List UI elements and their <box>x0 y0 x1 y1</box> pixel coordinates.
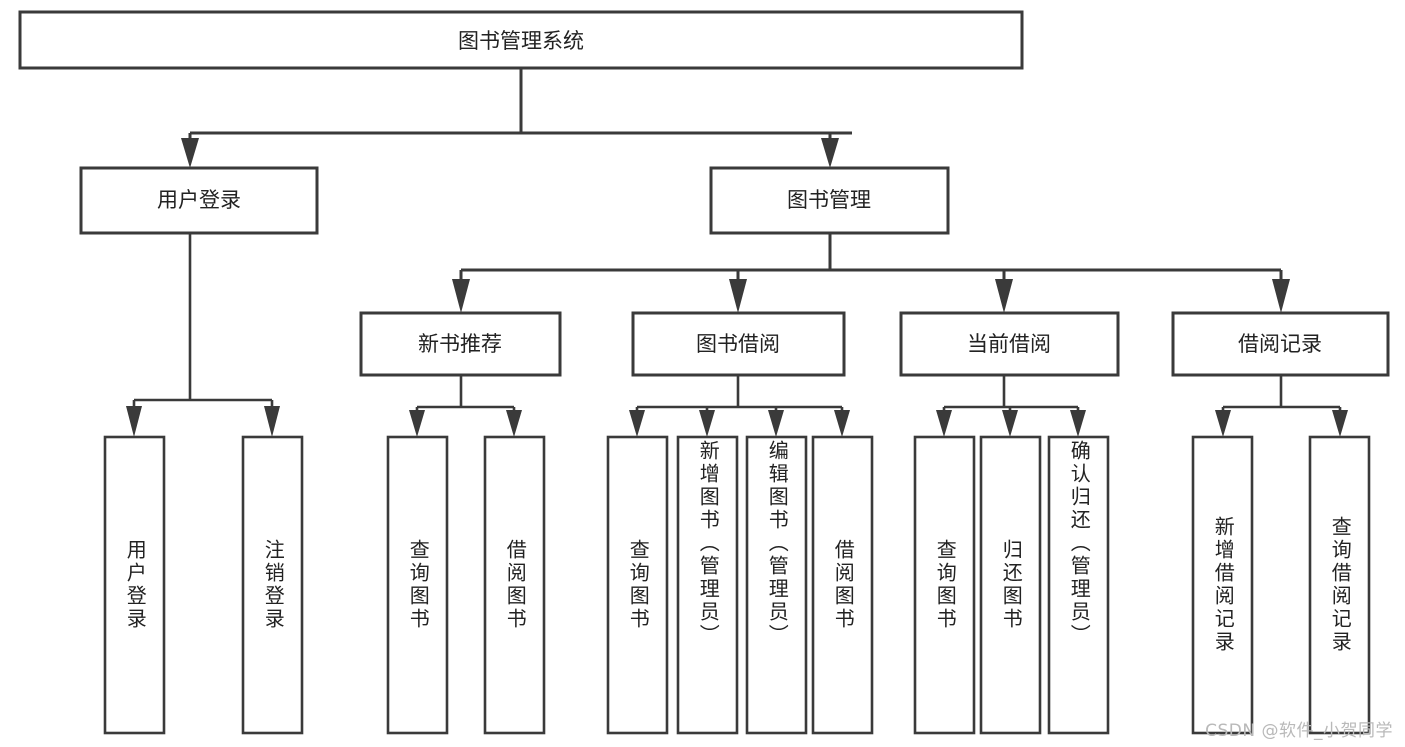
arrow-head-current-borrow <box>995 279 1013 313</box>
leaf-box-br-query-record[interactable] <box>1308 435 1371 735</box>
node-new-book-recommend-label: 新书推荐 <box>418 332 502 356</box>
node-book-borrow-label: 图书借阅 <box>696 332 780 356</box>
arrow-head-bb-leaf-1 <box>629 410 645 437</box>
leaf-box-cb-return-book[interactable] <box>979 435 1042 735</box>
node-book-manage-box[interactable] <box>709 166 950 235</box>
arrow-head-user-login <box>181 138 199 168</box>
node-user-login-label: 用户登录 <box>157 188 241 212</box>
arrow-head-book-borrow <box>729 279 747 313</box>
connector-group-user-login <box>126 233 280 437</box>
connector-group-borrow-record <box>1215 375 1348 437</box>
watermark-text: CSDN @软件_小贺同学 <box>1205 721 1393 741</box>
connector-group-book-manage <box>452 233 1290 313</box>
arrow-head-new-book <box>452 279 470 313</box>
leaf-box-br-add-record[interactable] <box>1191 435 1254 735</box>
leaf-box-bb-query-book[interactable] <box>606 435 669 735</box>
arrow-head-nb-leaf-2 <box>506 410 522 437</box>
leaf-group-new-book-recommend <box>386 435 546 735</box>
node-root[interactable]: 图书管理系统 <box>18 10 1024 70</box>
arrow-head-br-leaf-2 <box>1332 410 1348 437</box>
node-user-login[interactable]: 用户登录 <box>79 166 319 235</box>
leaf-group-borrow-record <box>1191 435 1371 735</box>
node-book-borrow-box[interactable] <box>631 311 846 377</box>
node-user-login-box[interactable] <box>79 166 319 235</box>
node-borrow-record-box[interactable] <box>1171 311 1390 377</box>
arrow-head-bb-leaf-2 <box>699 410 715 437</box>
node-new-book-recommend[interactable]: 新书推荐 <box>359 311 562 377</box>
connector-group-new-book <box>409 375 522 437</box>
leaf-group-user-login <box>103 435 304 735</box>
leaf-box-cb-query-book[interactable] <box>913 435 976 735</box>
arrow-head-nb-leaf-1 <box>409 410 425 437</box>
node-book-manage-label: 图书管理 <box>787 188 871 212</box>
leaf-box-nb-query-book[interactable] <box>386 435 449 735</box>
connector-group-current-borrow <box>936 375 1086 437</box>
node-root-box[interactable] <box>18 10 1024 70</box>
node-current-borrow-box[interactable] <box>899 311 1120 377</box>
arrow-head-cb-leaf-3 <box>1070 410 1086 437</box>
node-root-label: 图书管理系统 <box>458 29 584 53</box>
leaf-box-user-login[interactable] <box>103 435 166 735</box>
arrow-head-leaf-user-login <box>126 406 142 437</box>
leaf-box-cb-confirm-return[interactable] <box>1047 435 1110 735</box>
arrow-head-book-manage <box>821 138 839 168</box>
leaf-box-nb-borrow-book[interactable] <box>483 435 546 735</box>
leaf-box-bb-edit-book[interactable] <box>745 435 808 735</box>
arrow-head-cb-leaf-2 <box>1002 410 1018 437</box>
arrow-head-br-leaf-1 <box>1215 410 1231 437</box>
node-borrow-record[interactable]: 借阅记录 <box>1171 311 1390 377</box>
node-current-borrow-label: 当前借阅 <box>967 332 1051 356</box>
node-new-book-recommend-box[interactable] <box>359 311 562 377</box>
leaf-box-bb-borrow-book[interactable] <box>811 435 874 735</box>
leaf-group-book-borrow <box>606 435 874 735</box>
node-current-borrow[interactable]: 当前借阅 <box>899 311 1120 377</box>
arrow-head-cb-leaf-1 <box>936 410 952 437</box>
arrow-head-borrow-record <box>1272 279 1290 313</box>
connector-group-root <box>181 68 852 168</box>
node-borrow-record-label: 借阅记录 <box>1238 332 1322 356</box>
arrow-head-leaf-logout <box>264 406 280 437</box>
leaf-group-current-borrow <box>913 435 1110 735</box>
leaf-box-logout[interactable] <box>241 435 304 735</box>
arrow-head-bb-leaf-3 <box>768 410 784 437</box>
node-book-manage[interactable]: 图书管理 <box>709 166 950 235</box>
node-book-borrow[interactable]: 图书借阅 <box>631 311 846 377</box>
leaf-box-bb-add-book[interactable] <box>676 435 739 735</box>
connector-group-book-borrow <box>629 375 850 437</box>
arrow-head-bb-leaf-4 <box>834 410 850 437</box>
